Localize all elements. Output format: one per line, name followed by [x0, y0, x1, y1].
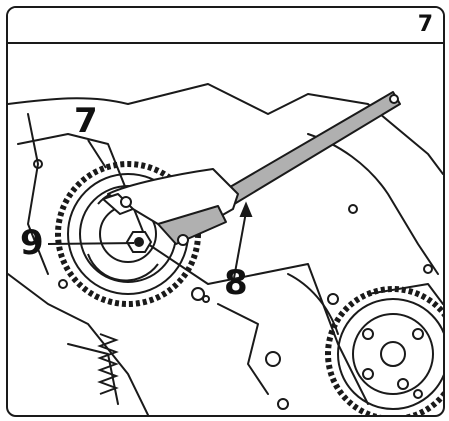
- holding-tool-icon: [102, 91, 401, 246]
- engine-casing: [8, 83, 443, 175]
- head-edge: [307, 133, 439, 275]
- pulley-leader: [87, 139, 107, 169]
- spring-icon: [97, 333, 119, 395]
- step-number: 7: [417, 12, 433, 37]
- second-pulley-icon: [325, 286, 443, 415]
- engine-illustration: [8, 83, 443, 415]
- figure-frame: 7: [6, 6, 445, 417]
- pulley-bolt-icon: [125, 231, 153, 253]
- block-edge: [8, 273, 149, 415]
- pulley-callout: 7: [74, 101, 98, 141]
- bolt-callout: 9: [20, 223, 44, 263]
- bolt-leader: [47, 242, 135, 245]
- figure-header: 7: [8, 8, 443, 44]
- tool-callout: 8: [224, 263, 248, 303]
- tool-leader: [233, 211, 247, 279]
